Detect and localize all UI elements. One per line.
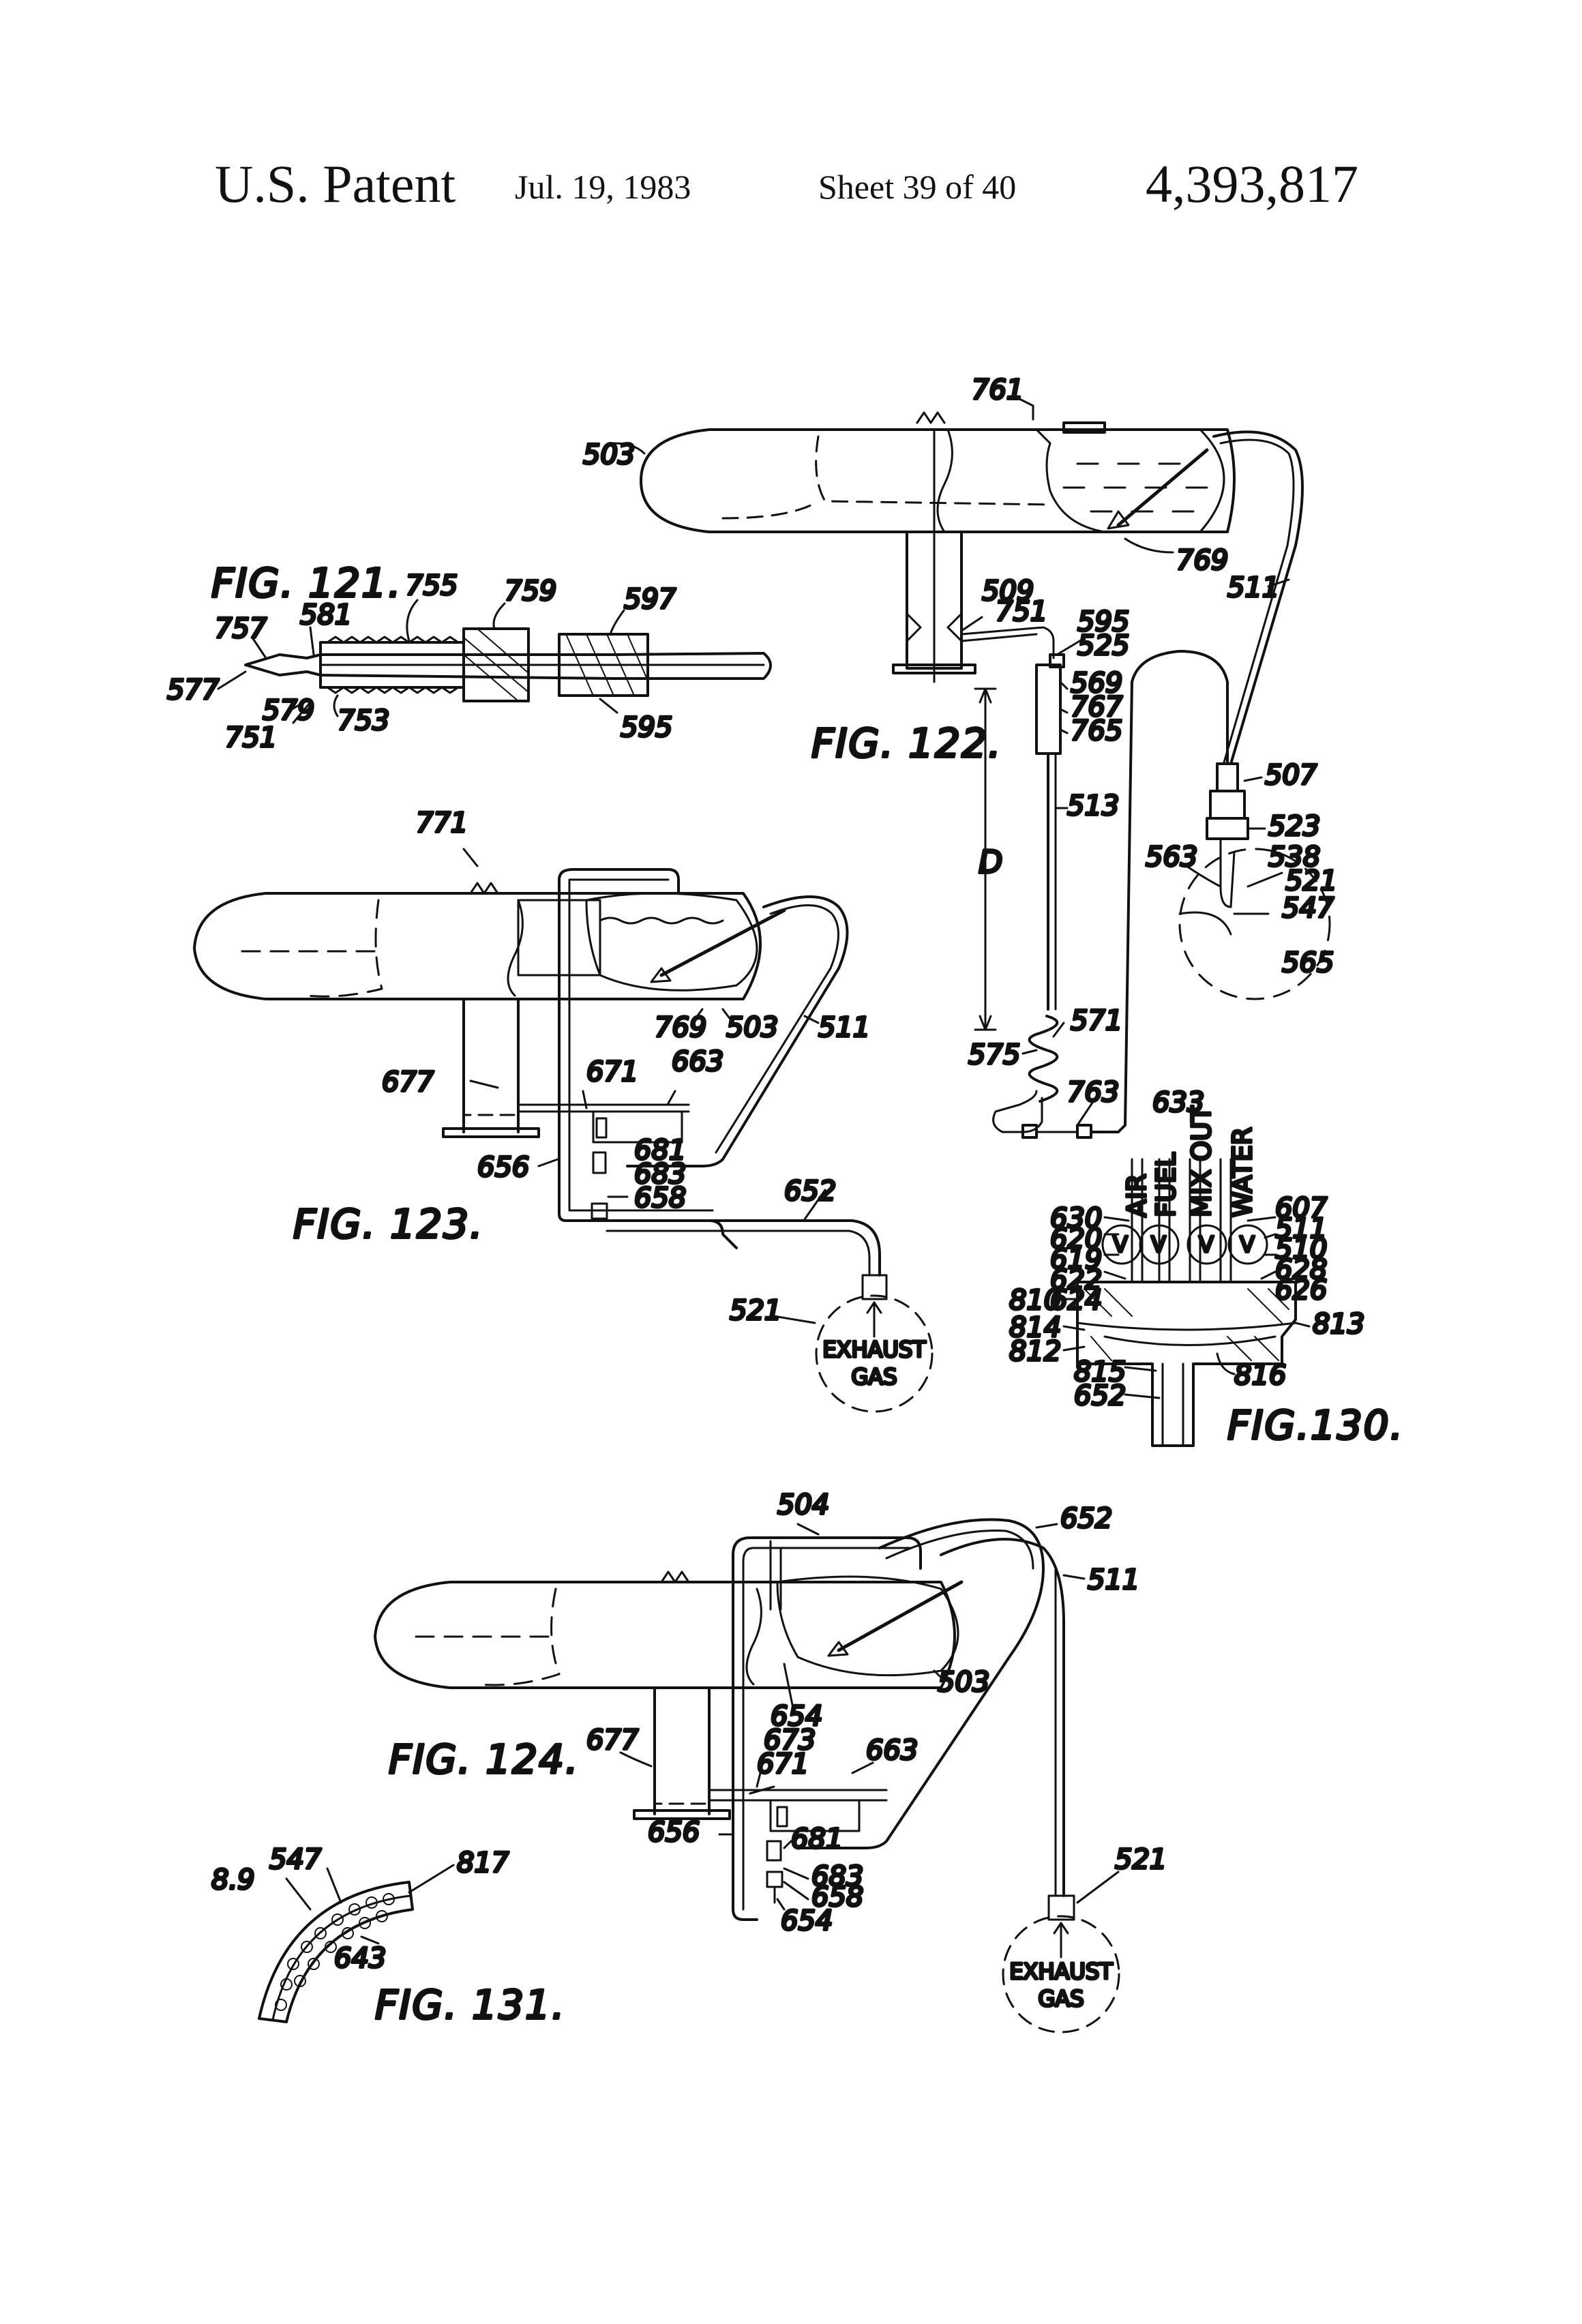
fig121-ref-581: 581	[300, 599, 352, 631]
fig123-ref-677: 677	[382, 1067, 434, 1098]
fig124-ref-652: 652	[1060, 1503, 1112, 1534]
fig122-ref-765: 765	[1071, 715, 1122, 747]
fig123-gas-label: GAS	[852, 1364, 897, 1390]
fig122-ref-511: 511	[1227, 572, 1279, 604]
fig130-valve-fuel: V	[1151, 1232, 1166, 1257]
fig124-ref-671: 671	[757, 1748, 809, 1780]
fig124-title: FIG. 124.	[389, 1736, 579, 1783]
fig130-ref-813: 813	[1313, 1309, 1364, 1340]
fig124-ref-511: 511	[1088, 1564, 1139, 1596]
fig130-title: FIG.130.	[1227, 1402, 1404, 1448]
fig122-dimension-D: D	[979, 844, 1002, 880]
fig124-ref-503: 503	[938, 1667, 989, 1698]
fig122-ref-523: 523	[1268, 811, 1320, 842]
fig130-ref-812: 812	[1009, 1336, 1061, 1367]
fig130-valve-mix: V	[1199, 1232, 1214, 1257]
fig121-ref-759: 759	[505, 576, 556, 607]
fig122-ref-507: 507	[1265, 760, 1317, 791]
fig131-ref-547: 547	[269, 1844, 322, 1875]
fig123-title: FIG. 123.	[293, 1201, 483, 1247]
fig123-ref-521: 521	[730, 1295, 781, 1326]
fig122-ref-547: 547	[1282, 893, 1334, 924]
fig124-ref-656: 656	[648, 1817, 700, 1848]
fig122-ref-503: 503	[583, 439, 635, 471]
fig122-ref-571: 571	[1071, 1005, 1122, 1037]
fig123-drawing	[194, 849, 932, 1412]
fig124-ref-663: 663	[866, 1735, 918, 1766]
fig123-ref-503: 503	[726, 1012, 778, 1043]
fig130-col-air: AIR	[1122, 1174, 1152, 1217]
fig123-ref-658: 658	[634, 1182, 686, 1214]
fig130-col-mix-out: MIX OUT	[1186, 1105, 1217, 1217]
fig131-title: FIG. 131.	[375, 1982, 565, 2028]
fig122-ref-761: 761	[972, 374, 1024, 406]
fig123-ref-769: 769	[655, 1012, 706, 1043]
fig130-ref-652: 652	[1074, 1380, 1126, 1412]
fig130-valve-water: V	[1240, 1232, 1255, 1257]
fig121-ref-751: 751	[225, 722, 277, 754]
fig123-exhaust-label: EXHAUST	[822, 1337, 926, 1362]
fig122-ref-751: 751	[996, 596, 1047, 627]
fig122-ref-763: 763	[1067, 1077, 1119, 1108]
fig121-ref-577: 577	[167, 674, 220, 706]
fig122-ref-525: 525	[1077, 630, 1129, 661]
fig122-ref-513: 513	[1067, 790, 1119, 822]
fig131-ref-819: 8.9	[211, 1864, 255, 1896]
fig130-col-fuel: FUEL	[1151, 1152, 1181, 1217]
fig124-ref-681: 681	[791, 1823, 843, 1855]
fig130-ref-816: 816	[1234, 1360, 1286, 1391]
fig130-ref-626: 626	[1275, 1275, 1327, 1306]
fig123-ref-652: 652	[784, 1176, 836, 1207]
fig121-ref-757: 757	[215, 613, 267, 644]
fig130-col-water: WATER	[1227, 1127, 1257, 1217]
fig122-ref-565: 565	[1282, 947, 1334, 979]
fig121-ref-755: 755	[406, 570, 458, 601]
fig123-ref-663: 663	[672, 1046, 723, 1077]
fig123-ref-511: 511	[818, 1012, 870, 1043]
fig123-ref-671: 671	[586, 1056, 638, 1088]
fig131-ref-817: 817	[457, 1847, 509, 1879]
fig124-ref-654b: 654	[781, 1905, 833, 1937]
fig124-gas-label: GAS	[1039, 1986, 1084, 2012]
fig122-title: FIG. 122.	[811, 720, 1002, 766]
fig121-ref-597: 597	[624, 584, 676, 615]
fig122-drawing	[614, 396, 1330, 1137]
fig131-ref-643: 643	[334, 1943, 386, 1974]
fig121-ref-595: 595	[621, 712, 672, 743]
fig123-ref-771: 771	[416, 807, 468, 839]
fig122-ref-575: 575	[968, 1039, 1020, 1071]
fig122-ref-769: 769	[1176, 545, 1228, 576]
fig124-ref-504: 504	[777, 1489, 829, 1521]
fig130-valve-air: V	[1113, 1232, 1128, 1257]
fig121-ref-753: 753	[338, 705, 389, 736]
fig122-ref-563: 563	[1146, 841, 1197, 873]
fig124-ref-677: 677	[586, 1725, 639, 1756]
fig124-exhaust-label: EXHAUST	[1009, 1958, 1113, 1984]
fig124-ref-521: 521	[1115, 1844, 1167, 1875]
fig123-ref-656: 656	[477, 1152, 529, 1183]
fig130-ref-633: 633	[1152, 1087, 1204, 1118]
